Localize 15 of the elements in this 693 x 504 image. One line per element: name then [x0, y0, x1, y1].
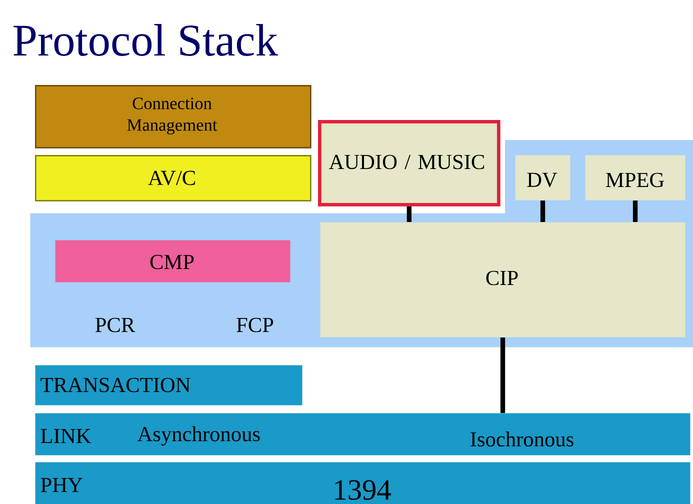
layer-box: AV/C	[35, 155, 312, 202]
connector-line	[632, 200, 638, 222]
layer-box: Connection Management	[35, 85, 312, 148]
connector-line	[540, 200, 546, 222]
layer-box: DV	[515, 155, 570, 200]
layer-box: CMP	[55, 240, 290, 282]
connector-line	[406, 206, 412, 222]
layer-bar: TRANSACTION	[35, 365, 302, 406]
highlighted-box: AUDIO / MUSIC	[318, 120, 500, 206]
title: Protocol Stack	[14, 24, 278, 56]
layer-bar: LINK Asynchronous Isochronous	[35, 413, 690, 456]
connector-line	[500, 338, 506, 413]
layer-box: CIP	[320, 222, 686, 338]
layer-bar: PHY 1394	[35, 462, 690, 504]
layer-box: MPEG	[585, 155, 686, 200]
